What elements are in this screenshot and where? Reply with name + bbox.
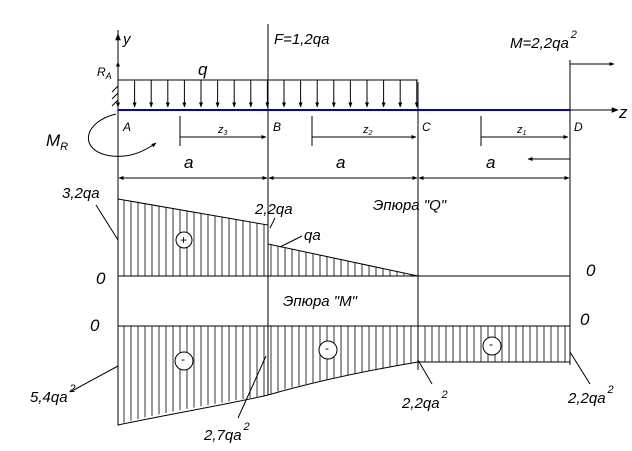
m-sign-3: - <box>489 337 493 351</box>
section-z1-label: z1 <box>516 124 527 137</box>
m-zero-right: 0 <box>580 310 590 329</box>
m-sign-circle-2 <box>318 340 338 360</box>
reaction-moment-label: MR <box>46 131 68 153</box>
m-sign-circle-3 <box>482 336 502 356</box>
q-title: Эпюра "Q" <box>373 197 447 214</box>
section-markers <box>179 116 569 146</box>
m-title: Эпюра "M" <box>283 293 358 310</box>
reaction-moment-arc <box>88 113 157 157</box>
m-sign-circle-1 <box>174 351 194 371</box>
span-label-2: a <box>336 153 345 172</box>
section-z3-label: z3 <box>217 124 228 137</box>
m-zero-left: 0 <box>90 316 100 335</box>
q-outline <box>117 198 419 277</box>
wall-support <box>111 85 119 112</box>
q-zero-left: 0 <box>96 269 106 288</box>
distributed-load <box>116 79 419 108</box>
m-leader-left <box>69 365 119 393</box>
span-label-1: a <box>184 153 193 172</box>
section-z2-label: z2 <box>362 124 373 137</box>
y-axis-label: y <box>122 31 132 48</box>
force-label: F=1,2qa <box>274 31 329 48</box>
point-d-label: D <box>574 120 583 134</box>
m-leader-b <box>237 355 267 419</box>
q-diagram: + Эпюра "Q" 3,2qa 2,2qa qa 0 0 <box>62 185 596 288</box>
q-zero-right: 0 <box>586 261 596 280</box>
m-leader-c <box>417 359 433 385</box>
load-label: q <box>198 60 208 79</box>
reaction-force-label: RA <box>97 65 112 81</box>
q-sign: + <box>180 233 187 247</box>
point-c-label: C <box>422 120 431 134</box>
q-leader-b <box>269 217 276 229</box>
z-axis-label: z <box>618 103 628 122</box>
q-label-b: 2,2qa <box>254 201 293 218</box>
q-leader-left <box>95 204 119 241</box>
point-b-label: B <box>273 120 281 134</box>
point-a-label: A <box>122 120 131 134</box>
m-sign-1: - <box>181 352 185 366</box>
m-leader-d <box>569 351 591 385</box>
moment-symbol <box>569 62 615 110</box>
q-sign-circle <box>175 231 193 249</box>
q-leader-b-after <box>279 235 303 248</box>
load-arrows <box>116 80 419 108</box>
q-label-left: 3,2qa <box>62 185 100 202</box>
m-sign-2: - <box>325 341 329 355</box>
span-label-3: a <box>486 153 495 172</box>
q-label-b-after: qa <box>304 227 321 244</box>
